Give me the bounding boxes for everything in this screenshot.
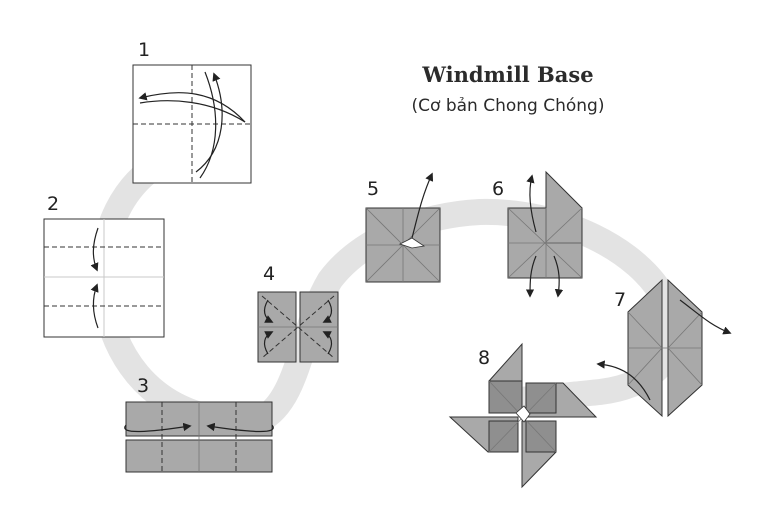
fold-arrow-icon xyxy=(263,299,274,323)
fold-arrow-icon xyxy=(90,283,99,329)
step-number: 4 xyxy=(263,263,275,285)
fold-arrow-icon xyxy=(596,360,651,401)
pull-arrow-icon xyxy=(526,174,537,233)
step-number: 5 xyxy=(367,178,379,200)
pull-arrow-icon xyxy=(411,172,434,239)
step-number: 8 xyxy=(478,347,490,369)
step-4: 4 xyxy=(257,263,339,363)
step-6: 6 xyxy=(492,170,583,298)
step-number: 1 xyxy=(138,39,150,61)
center-pinwheel-gap xyxy=(515,405,531,423)
step-1: 1 xyxy=(132,39,252,184)
fold-arrow-icon xyxy=(263,331,274,355)
step-2: 2 xyxy=(43,193,165,338)
flow-band xyxy=(89,137,687,433)
step-7: 7 xyxy=(596,278,732,418)
fold-arrow-icon xyxy=(322,299,333,323)
step-number: 2 xyxy=(47,193,59,215)
fold-arrow-icon xyxy=(206,422,274,433)
diagram-title: Windmill Base xyxy=(421,62,593,87)
step-number: 6 xyxy=(492,178,504,200)
fold-arrow-icon xyxy=(124,422,192,433)
crease-line xyxy=(627,347,663,386)
step-number: 3 xyxy=(137,375,149,397)
raised-flap xyxy=(545,170,583,244)
step-number: 7 xyxy=(614,289,626,311)
step-8: 8 xyxy=(448,342,598,489)
crease-line xyxy=(507,207,583,279)
fold-arrow-icon xyxy=(138,92,246,123)
crease-line xyxy=(667,347,703,386)
pocket-opening xyxy=(398,237,426,249)
pull-arrow-icon xyxy=(525,255,537,298)
step-5: 5 xyxy=(365,172,441,283)
fold-arrow-icon xyxy=(139,100,246,123)
crease-line xyxy=(667,311,703,349)
crease-line xyxy=(627,311,663,349)
step-3: 3 xyxy=(124,375,274,473)
diagram-subtitle: (Cơ bản Chong Chóng) xyxy=(412,96,605,116)
fold-arrow-icon xyxy=(199,71,217,179)
pull-arrow-icon xyxy=(553,255,564,298)
fold-arrow-icon xyxy=(322,331,333,355)
fold-arrow-icon xyxy=(195,72,223,173)
fold-arrow-icon xyxy=(679,299,732,335)
fold-arrow-icon xyxy=(90,227,99,272)
